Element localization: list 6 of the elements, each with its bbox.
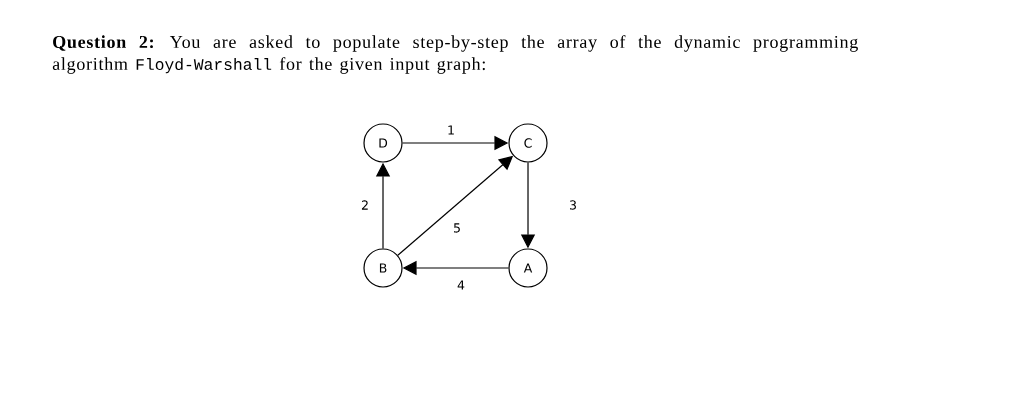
question-text: Question 2: You are asked to populate step-by-step the array of the dynamic programming algorithm Floyd-Warshall for the given input graph: xyxy=(52,35,858,74)
edge-label: 3 xyxy=(567,198,579,212)
edge-label: 2 xyxy=(359,198,371,212)
edge-label: 5 xyxy=(451,221,463,235)
edge-label: 1 xyxy=(445,123,457,137)
edge-label: 4 xyxy=(455,278,467,292)
